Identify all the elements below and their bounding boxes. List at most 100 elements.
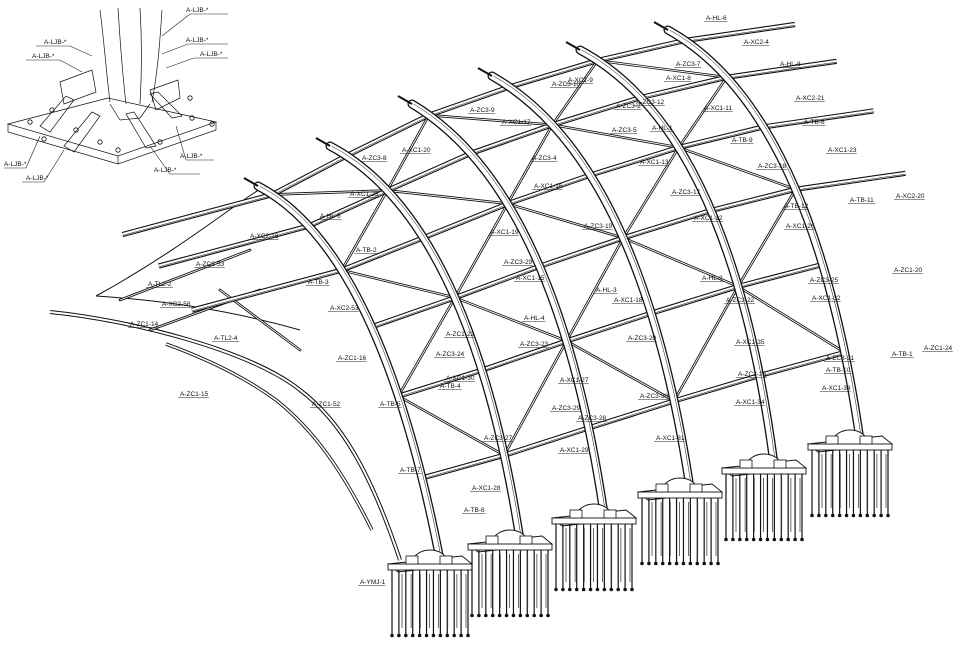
- pile-tip: [772, 537, 777, 542]
- stiffener: [655, 483, 669, 493]
- stiffener: [485, 535, 499, 545]
- brace-core: [386, 190, 509, 205]
- purlin-flange: [552, 98, 641, 126]
- pile-tip: [518, 613, 523, 618]
- member-label: A-ZC3-28: [578, 415, 607, 422]
- brace-core: [341, 190, 388, 271]
- member-label: A-XC1-30: [446, 375, 475, 382]
- cap-side: [551, 517, 637, 525]
- purlin-web: [588, 399, 675, 430]
- purlin-web: [345, 113, 430, 158]
- member-label: A-XC2-16: [250, 233, 279, 240]
- pile-cap: [806, 429, 894, 518]
- member-label: A-TL2-4: [214, 335, 238, 342]
- member-label: A-HL-8: [780, 61, 801, 68]
- stiffener: [739, 459, 753, 469]
- cap-side: [807, 443, 893, 451]
- pile-tip: [824, 513, 828, 518]
- member-label: A-XC1-20: [402, 147, 431, 154]
- arch-tip: [653, 21, 669, 31]
- member-label: A-XC1-27: [560, 377, 589, 384]
- member-label: A-ZC3-9: [470, 107, 495, 114]
- purlin-flange: [509, 61, 598, 88]
- purlin-web: [371, 296, 456, 329]
- arch-rib-edge: [259, 185, 442, 561]
- pile-tip: [424, 633, 429, 638]
- pile-tip: [731, 537, 735, 542]
- member-label: A-XC2-53: [330, 305, 359, 312]
- purlin-web: [795, 171, 906, 191]
- purlin-web: [308, 189, 388, 228]
- brace-core: [622, 237, 739, 287]
- brace-core: [119, 249, 251, 301]
- brace-core: [678, 147, 796, 190]
- purlin-web: [158, 224, 310, 268]
- brace-core: [566, 237, 624, 342]
- purlin-web: [650, 285, 739, 315]
- purlin-web: [622, 209, 712, 240]
- brace-core: [503, 340, 568, 456]
- purlin-flange: [597, 41, 685, 62]
- purlin-web: [122, 193, 273, 237]
- purlin-flange: [346, 115, 430, 157]
- pile-tip: [865, 513, 870, 518]
- member-label: A-XC2-21: [796, 95, 825, 102]
- cap-side: [467, 543, 553, 551]
- purlin-flange: [684, 25, 795, 42]
- brace-core: [454, 203, 509, 299]
- purlin-web: [566, 311, 652, 343]
- purlin-web: [726, 59, 837, 79]
- pile-tip: [466, 633, 470, 638]
- arch-rib-edge: [581, 49, 776, 465]
- detail-label: A-LJB-*: [180, 153, 203, 160]
- stiffener: [405, 555, 419, 565]
- brace-core: [507, 203, 624, 239]
- brace-core: [673, 286, 739, 402]
- member-label: A-XC1-12: [694, 215, 723, 222]
- pile-tip: [695, 561, 700, 566]
- brace-core: [551, 60, 599, 126]
- member-label: A-ZC3-29: [504, 259, 533, 266]
- member-label: A-XC1-23: [828, 147, 857, 154]
- arch-tip: [565, 41, 581, 51]
- purlin-flange: [640, 77, 727, 99]
- member-label: A-XC1-31: [656, 435, 685, 442]
- detail-label: A-LJB-*: [154, 167, 177, 174]
- member-labels: A-HL-6A-HL-8A-XC2-21A-XC2-4A-ZC3-7A-XC1-…: [128, 15, 953, 586]
- pile-tip: [667, 561, 672, 566]
- arch-rib-edge: [331, 145, 522, 541]
- pile-cap: [550, 503, 638, 592]
- purlin-flange: [428, 87, 510, 117]
- arch-rib-edge: [669, 29, 862, 441]
- member-label: A-ZC3-4: [532, 155, 557, 162]
- member-label: A-XC1-16: [534, 183, 563, 190]
- cap-side: [387, 563, 473, 571]
- purlin-web: [481, 339, 568, 372]
- detail-label: A-LJB-*: [44, 39, 67, 46]
- purlin-flange: [763, 111, 874, 128]
- member-label: A-XC1-32: [812, 295, 841, 302]
- purlin-flange: [423, 204, 508, 239]
- arch-rib-inner: [576, 46, 778, 468]
- brace-core: [397, 395, 505, 456]
- pile-tip: [616, 587, 620, 592]
- pile-cap: [466, 529, 554, 618]
- member-label: A-XC1-11: [704, 105, 732, 112]
- pile-tip: [810, 513, 814, 518]
- detail-label: A-LJB-*: [186, 7, 209, 14]
- pile-tip: [438, 633, 443, 638]
- purlin-web: [271, 154, 348, 196]
- member-label: A-ZC3-2: [616, 103, 641, 110]
- member-label: A-YMJ-1: [360, 579, 386, 586]
- pile-tip: [452, 633, 456, 638]
- purlin-web: [454, 264, 541, 300]
- pile-tip: [554, 587, 558, 592]
- member-label: A-ZC3-21: [826, 355, 855, 362]
- member-label: A-TB-8: [804, 119, 825, 126]
- pile-tip: [817, 513, 821, 518]
- pile-tip: [688, 561, 693, 566]
- member-label: A-HL-3: [596, 287, 617, 294]
- stiffener: [519, 535, 533, 545]
- pile-tip: [724, 537, 728, 542]
- purlin-web: [589, 146, 680, 177]
